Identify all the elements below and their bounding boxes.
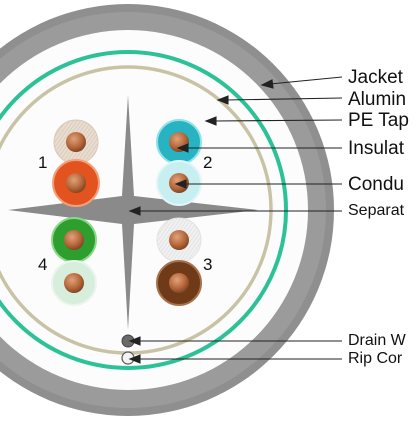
leader-jacket [269,76,343,85]
leader-lines [128,76,343,364]
pair-3-white-conductor [169,230,189,250]
pair-number-2: 2 [203,153,212,172]
label-aluminum: Alumin [348,89,407,110]
pair-number-4: 4 [38,255,47,274]
leader-pe-tape [213,119,343,122]
aluminum-foil-ring [0,50,288,370]
arrow-insulation [176,143,189,153]
arrow-conductor [174,179,187,189]
pair-number-1: 1 [38,153,47,172]
label-drain-wire: Drain W [348,332,406,349]
arrow-pe-tape [204,116,217,126]
arrow-rip-cord [128,354,141,364]
leader-aluminum [225,97,343,101]
label-insulation: Insulat [348,138,404,159]
arrow-aluminum [216,95,229,105]
pair-4 [51,217,97,306]
pair-1-orange-conductor [66,173,86,193]
pair-4-white-conductor [64,273,84,293]
pair-1-white-conductor [66,132,86,152]
label-conductor: Condu [348,174,404,195]
label-jacket: Jacket [348,67,403,88]
pair-3-brown-conductor [169,273,189,293]
arrow-separator [128,206,141,216]
arrow-jacket [260,79,274,89]
pair-4-green-conductor [64,230,84,250]
pair-3 [156,217,202,306]
label-pe-tape: PE Tap [348,110,409,131]
label-separator: Separat [348,202,405,219]
pair-1 [52,119,100,207]
pair-number-3: 3 [203,255,212,274]
arrow-drain-wire [128,336,141,346]
label-rip-cord: Rip Cor [348,350,403,367]
